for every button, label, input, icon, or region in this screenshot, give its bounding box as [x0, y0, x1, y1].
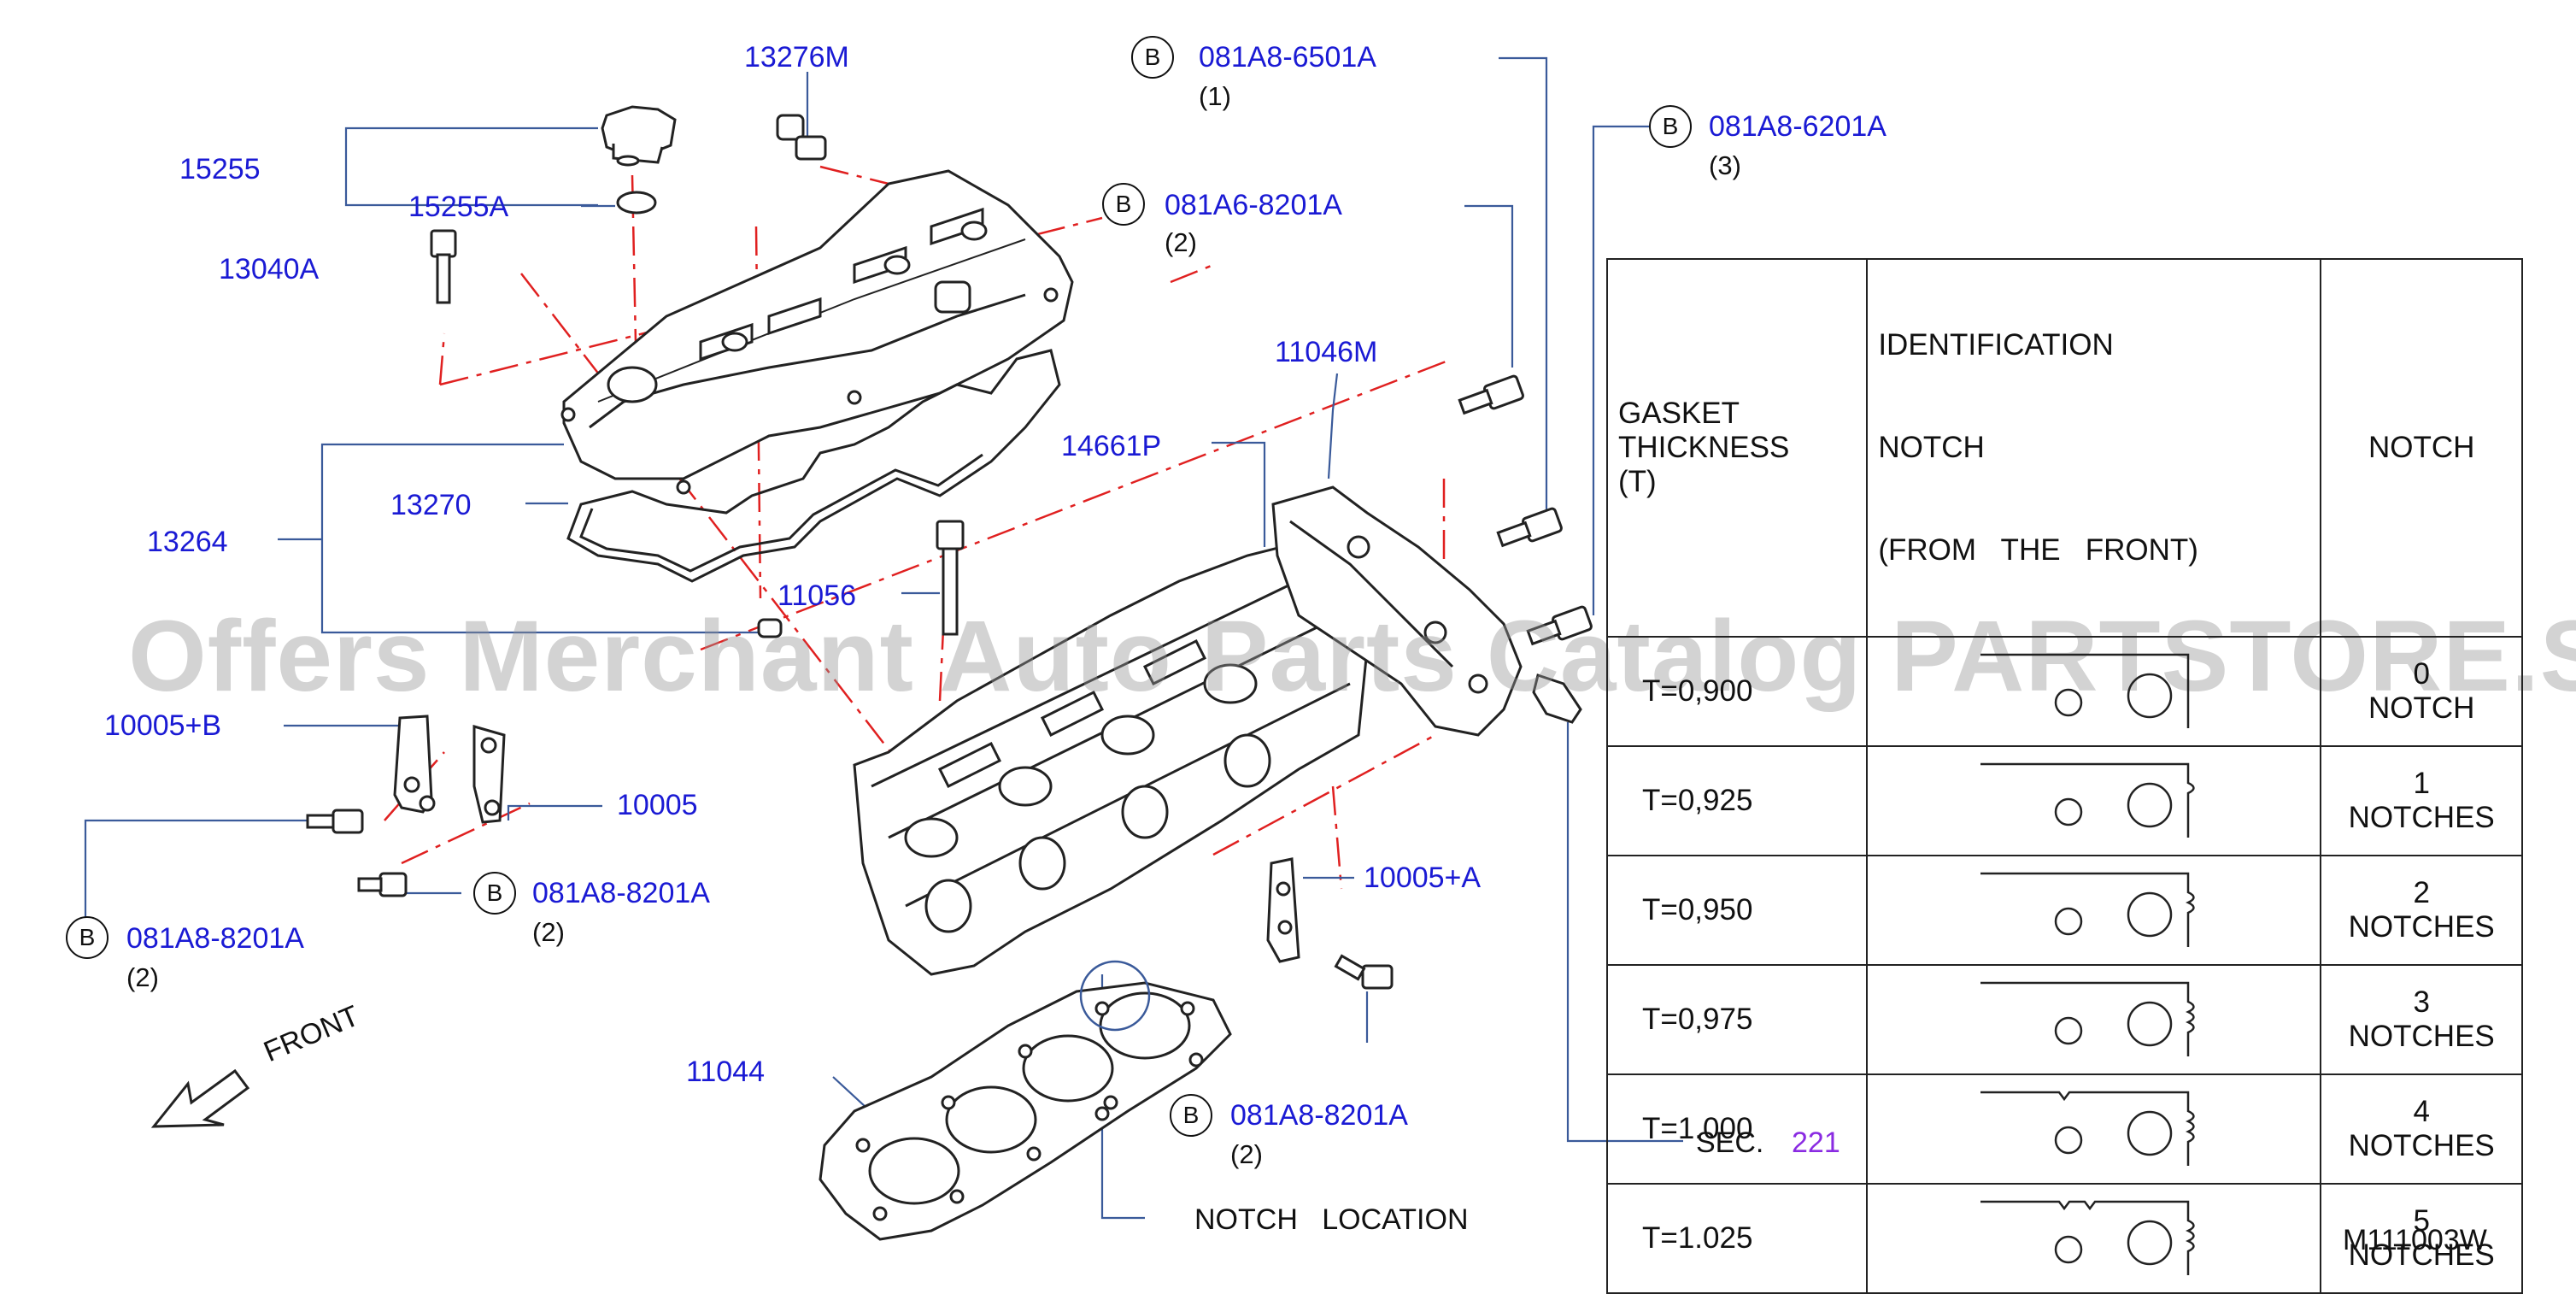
notch-drawing-cell [1866, 855, 2322, 966]
gasket-edge-profile [1980, 1091, 2196, 1166]
notch-location-circle [1079, 960, 1151, 1032]
bolt-081A8-8201A[interactable]: 081A8-8201A [1230, 1099, 1408, 1132]
bolt-quantity: (2) [126, 962, 159, 992]
bolt-081A6-8201A[interactable]: 081A6-8201A [1165, 189, 1342, 221]
bolt-symbol-icon: B [1170, 1094, 1212, 1137]
bolt-081A8-8201A[interactable]: 081A8-8201A [532, 877, 710, 909]
water-hole [2127, 673, 2173, 719]
thickness-cell: T=0,900 [1605, 636, 1869, 747]
part-13264[interactable]: 13264 [147, 526, 228, 558]
thickness-cell: T=0,925 [1605, 745, 1869, 856]
water-hole [2127, 891, 2173, 938]
part-14661P[interactable]: 14661P [1061, 430, 1162, 462]
thickness-cell: T=1.025 [1605, 1183, 1869, 1294]
bolt-symbol-icon: B [1102, 183, 1145, 226]
part-10005-plus-b[interactable]: 10005+B [104, 709, 222, 742]
part-10005[interactable]: 10005 [617, 789, 698, 821]
bolt-symbol-icon: B [1131, 36, 1174, 79]
part-13270[interactable]: 13270 [390, 489, 472, 521]
exploded-view-drawing [84, 56, 1683, 1241]
thickness-cell: T=0,950 [1605, 855, 1869, 966]
bolt-symbol-icon: B [66, 916, 109, 959]
notch-drawing [1980, 981, 2196, 1056]
notch-drawing-cell [1866, 745, 2322, 856]
pcv-valve [776, 114, 827, 161]
notch-drawing [1980, 872, 2196, 947]
bracket-gaskets [393, 715, 1300, 963]
leader-lines [84, 56, 1683, 1220]
bolt-hole [2055, 688, 2083, 717]
bolt-quantity: (2) [1230, 1139, 1263, 1169]
rocker-cover [560, 169, 1074, 495]
part-15255A[interactable]: 15255A [408, 191, 509, 223]
water-hole [2127, 1110, 2173, 1156]
bolt-hole [2055, 797, 2083, 826]
part-11056[interactable]: 11056 [777, 579, 857, 612]
part-13276M[interactable]: 13276M [744, 41, 849, 74]
notch-drawing-cell [1866, 636, 2322, 747]
notch-drawing-cell [1866, 1073, 2322, 1185]
notch-drawing [1980, 653, 2190, 728]
bolt-quantity: (2) [532, 917, 565, 947]
bolt-symbol-icon: B [1649, 105, 1692, 148]
bolt-quantity: (3) [1709, 150, 1741, 180]
part-11044[interactable]: 11044 [686, 1056, 766, 1088]
bolt-081A8-6201A[interactable]: 081A8-6201A [1709, 110, 1887, 143]
gasket-edge-profile [1980, 653, 2190, 728]
cylinder-head [853, 537, 1369, 976]
water-hole [2127, 1001, 2173, 1047]
part-13040A[interactable]: 13040A [219, 253, 320, 285]
bolt-quantity: (1) [1199, 81, 1231, 111]
header-identification-notch: IDENTIFICATION NOTCH (FROM THE FRONT) [1866, 258, 2322, 638]
rocker-cover-gasket [566, 349, 1061, 583]
gasket-thickness-table: GASKET THICKNESS (T) IDENTIFICATION NOTC… [1605, 258, 2523, 1294]
table-header-row: GASKET THICKNESS (T) IDENTIFICATION NOTC… [1605, 258, 2523, 638]
bolt-hole [2055, 907, 2083, 936]
water-hole [2127, 782, 2173, 828]
gasket-edge-profile [1980, 872, 2196, 947]
header-notch: NOTCH [2320, 258, 2523, 638]
notch-drawing-cell [1866, 964, 2322, 1075]
gasket-edge-profile [1980, 981, 2196, 1056]
header-gasket-thickness: GASKET THICKNESS (T) [1605, 258, 1869, 638]
bolt-hole [2055, 1235, 2083, 1264]
thickness-cell: T=1.000 [1605, 1073, 1869, 1185]
bolt-symbol-icon: B [473, 872, 516, 915]
bolt-081A8-8201A[interactable]: 081A8-8201A [126, 922, 304, 955]
front-cover [1271, 485, 1582, 737]
part-11046M[interactable]: 11046M [1275, 336, 1378, 368]
thickness-cell: T=0,975 [1605, 964, 1869, 1075]
gasket-edge-profile [1980, 1200, 2196, 1275]
notch-location-label: NOTCH LOCATION [1194, 1203, 1469, 1236]
notch-drawing [1980, 762, 2196, 838]
bolt-quantity: (2) [1165, 227, 1197, 257]
notch-drawing [1980, 1091, 2196, 1166]
oil-filler-cap [601, 105, 677, 215]
head-gasket [819, 981, 1232, 1241]
front-arrow-icon [150, 1068, 250, 1128]
notch-drawing [1980, 1200, 2196, 1275]
notch-drawing-cell [1866, 1183, 2322, 1294]
water-hole [2127, 1220, 2173, 1266]
part-15255[interactable]: 15255 [179, 153, 261, 185]
gasket-edge-profile [1980, 762, 2196, 838]
bolt-hole [2055, 1016, 2083, 1045]
bolt-081A8-6501A[interactable]: 081A8-6501A [1199, 41, 1376, 74]
part-10005-plus-a[interactable]: 10005+A [1364, 862, 1482, 894]
bolt-hole [2055, 1126, 2083, 1155]
diagram-canvas: Offers Merchant Auto Parts Catalog PARTS… [66, 36, 2576, 1294]
